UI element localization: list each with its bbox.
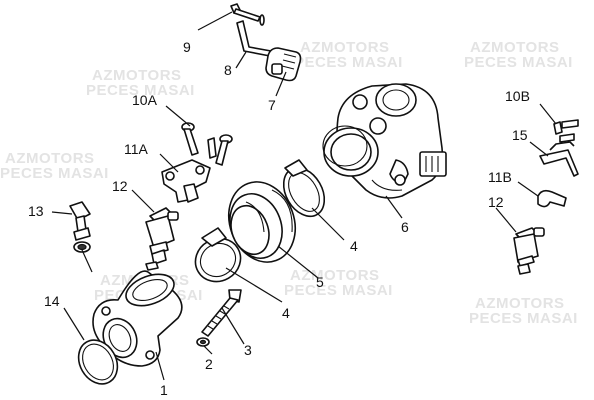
callout-3: 3 (244, 342, 252, 358)
part-11b-fitting (537, 189, 567, 208)
part-13-temp-sensor (69, 201, 91, 253)
part-4-clamp-lower (194, 227, 242, 283)
callout-14: 14 (44, 293, 60, 309)
watermark-line2: PECES MASAI (294, 54, 403, 71)
part-8-bracket (236, 20, 272, 57)
part-12-injector-right (513, 227, 545, 275)
callouts: 9 8 7 10A 11A 12 13 14 1 2 3 4 5 4 6 10B… (28, 39, 530, 398)
part-2-washer (196, 337, 210, 347)
watermark-line2: PECES MASAI (464, 54, 573, 71)
callout-4-upper: 4 (350, 238, 358, 254)
part-5-intake-boot (228, 181, 296, 263)
part-4-clamp-upper (282, 159, 326, 218)
watermark-line1: AZMOTORS (470, 39, 560, 56)
callout-9: 9 (183, 39, 191, 55)
callout-15: 15 (512, 127, 528, 143)
part-12-injector-left (145, 207, 179, 271)
watermark-line2: PECES MASAI (284, 282, 393, 299)
callout-1: 1 (160, 382, 168, 398)
watermark-line2: PECES MASAI (86, 82, 195, 99)
watermark-line1: AZMOTORS (475, 295, 565, 312)
leader-lines (51, 11, 557, 381)
part-10b-bolts (553, 119, 579, 143)
callout-10a: 10A (132, 92, 158, 108)
part-15-bracket (539, 141, 579, 177)
part-11a-fitting (161, 159, 211, 203)
part-10a-bolts (181, 122, 233, 166)
callout-12-right: 12 (488, 194, 504, 210)
callout-7: 7 (268, 97, 276, 113)
part-9-screw (230, 3, 265, 26)
part-6-throttle-body (322, 83, 447, 199)
callout-13: 13 (28, 203, 44, 219)
callout-6: 6 (401, 219, 409, 235)
callout-5: 5 (316, 274, 324, 290)
callout-12-left: 12 (112, 178, 128, 194)
watermark-line1: AZMOTORS (5, 150, 95, 167)
callout-8: 8 (224, 62, 232, 78)
watermark-line2: PECES MASAI (469, 310, 578, 327)
callout-11a: 11A (124, 141, 149, 157)
watermark-line1: AZMOTORS (300, 39, 390, 56)
part-1-manifold (92, 270, 183, 367)
callout-11b: 11B (488, 169, 512, 185)
watermark-line1: AZMOTORS (92, 67, 182, 84)
callout-2: 2 (205, 356, 213, 372)
callout-4-lower: 4 (282, 305, 290, 321)
part-3-bolt (201, 289, 242, 337)
callout-10b: 10B (505, 88, 530, 104)
part-7-sensor (265, 47, 302, 82)
watermark-line1: AZMOTORS (290, 267, 380, 284)
part-14-o-ring (77, 339, 119, 385)
watermark-line2: PECES MASAI (0, 165, 109, 182)
